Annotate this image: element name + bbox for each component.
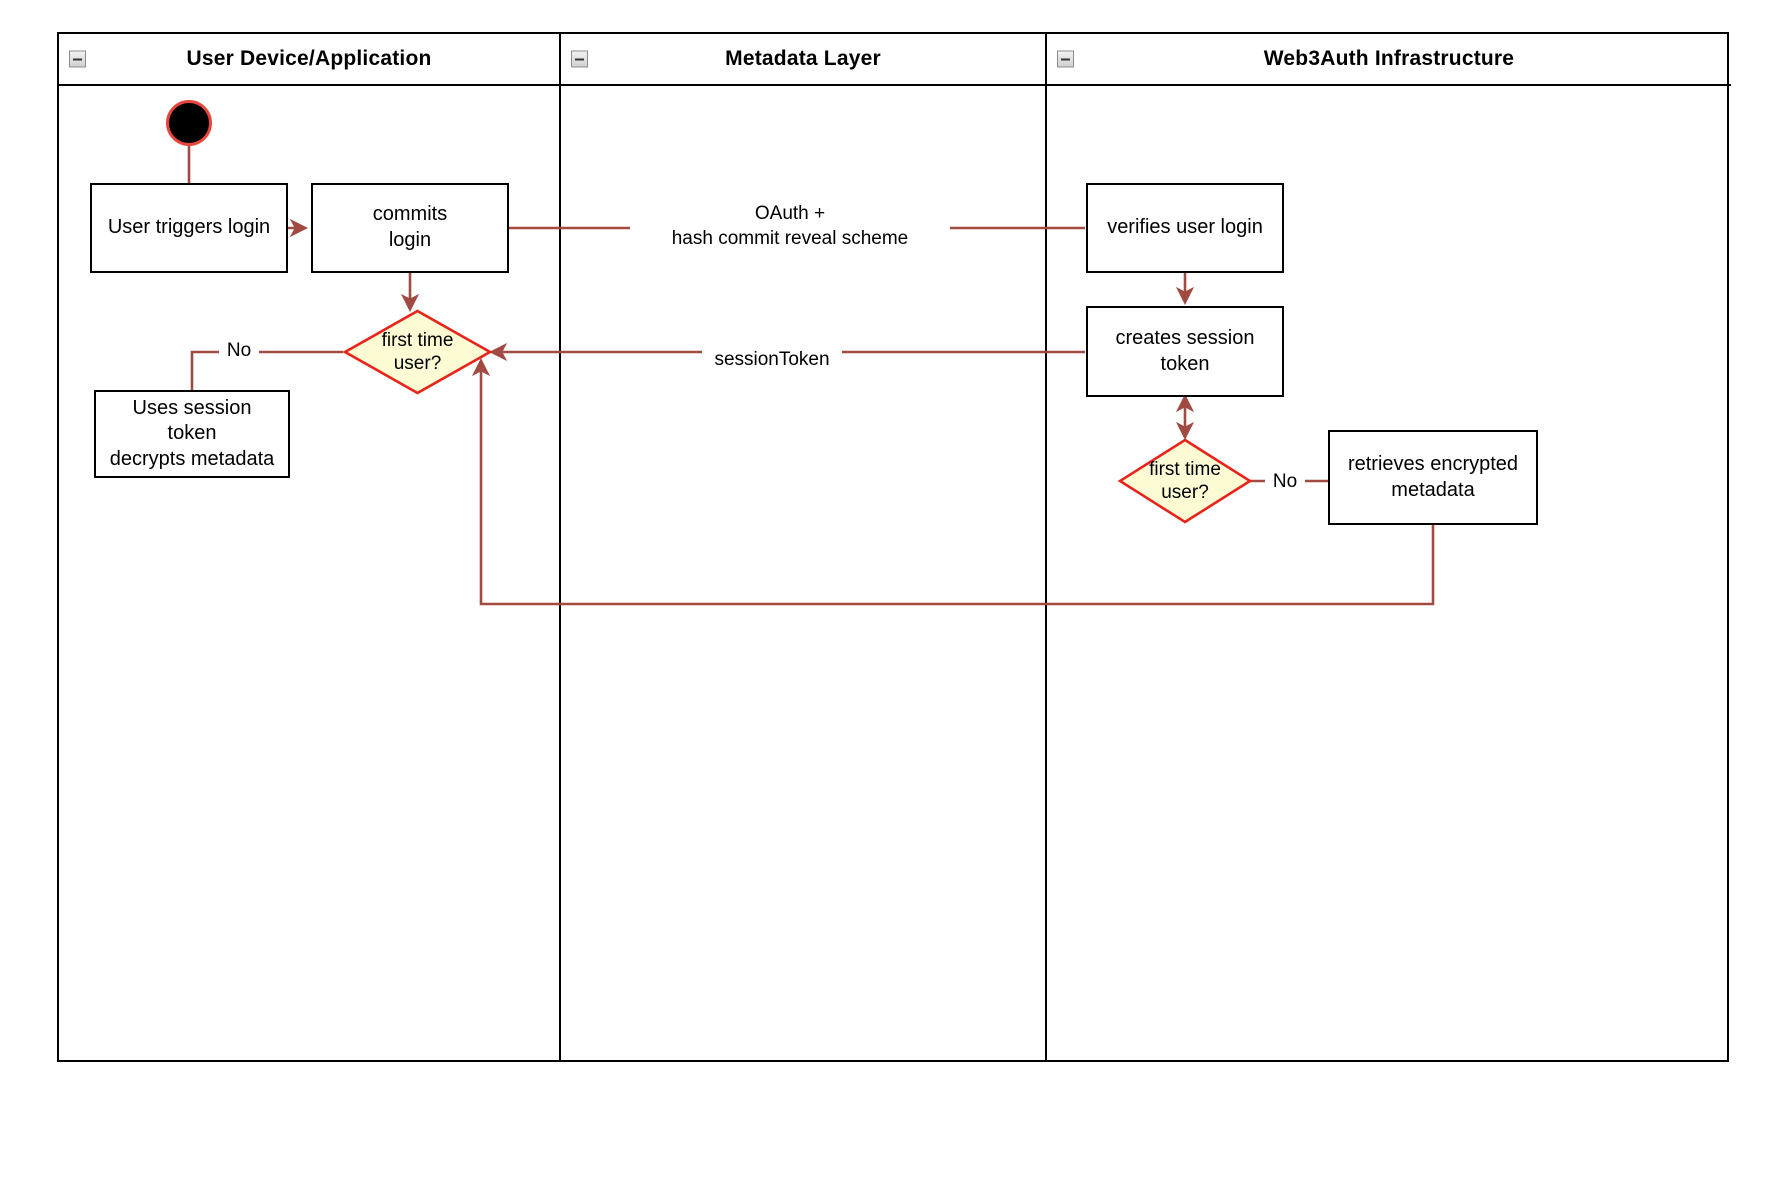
decision-first-time-user-web3auth[interactable]: first time user?: [1118, 438, 1252, 524]
edge-decision-user-no-to-uses-session-token: [190, 350, 343, 390]
edge-label-oauth: OAuth + hash commit reveal scheme: [630, 202, 950, 252]
activity-verifies-user-login[interactable]: verifies user login: [1086, 183, 1284, 273]
edge-label-line1: OAuth +: [754, 203, 826, 224]
edge-retrieves-metadata-loopback: [471, 357, 1435, 606]
lane-header-metadata-layer: Metadata Layer: [561, 34, 1045, 86]
initial-node: [166, 100, 212, 146]
activity-creates-session-token[interactable]: creates session token: [1086, 306, 1284, 397]
edge-label-text: sessionToken: [714, 349, 830, 370]
lane-title-web3auth-infrastructure: Web3Auth Infrastructure: [1263, 47, 1515, 70]
activity-label-line1: creates session: [1115, 326, 1255, 349]
collapse-minus-icon[interactable]: [571, 50, 588, 68]
activity-label-line2: metadata: [1391, 478, 1475, 501]
edge-label-text: No: [1272, 471, 1298, 492]
lane-title-metadata-layer: Metadata Layer: [725, 47, 881, 70]
activity-label-line1: commits: [372, 203, 448, 226]
activity-user-triggers-login[interactable]: User triggers login: [90, 183, 288, 273]
edge-label-line2: hash commit reveal scheme: [671, 227, 909, 249]
lane-title-user-device: User Device/Application: [186, 47, 432, 70]
collapse-minus-icon[interactable]: [1057, 50, 1074, 68]
edge-label-no-user-device: No: [219, 339, 259, 364]
activity-retrieves-encrypted-metadata[interactable]: retrieves encrypted metadata: [1328, 430, 1538, 525]
collapse-minus-icon[interactable]: [69, 50, 86, 68]
decision-first-time-user-device[interactable]: first time user?: [343, 309, 492, 395]
activity-label-line1: Uses session: [132, 396, 252, 419]
activity-label-line2: token: [1160, 352, 1210, 375]
lane-user-device: User Device/Application: [59, 34, 559, 1060]
activity-label-line2: token: [167, 422, 217, 445]
lane-header-web3auth-infrastructure: Web3Auth Infrastructure: [1047, 34, 1731, 86]
activity-uses-session-token-decrypts-metadata[interactable]: Uses session token decrypts metadata: [94, 390, 290, 478]
activity-label-line2: login: [388, 229, 432, 251]
edge-label-no-web3auth: No: [1265, 470, 1305, 495]
activity-label: verifies user login: [1107, 216, 1263, 239]
activity-commits-login[interactable]: commits login: [311, 183, 509, 273]
activity-label-line1: retrieves encrypted: [1347, 452, 1519, 475]
lane-web3auth-infrastructure: Web3Auth Infrastructure: [1045, 34, 1731, 1060]
activity-label: User triggers login: [107, 216, 271, 239]
lane-header-user-device: User Device/Application: [59, 34, 559, 86]
lane-metadata-layer: Metadata Layer: [559, 34, 1045, 1060]
edge-label-text: No: [226, 340, 252, 361]
activity-label-line3: decrypts metadata: [109, 447, 275, 470]
edge-label-session-token: sessionToken: [702, 348, 842, 373]
